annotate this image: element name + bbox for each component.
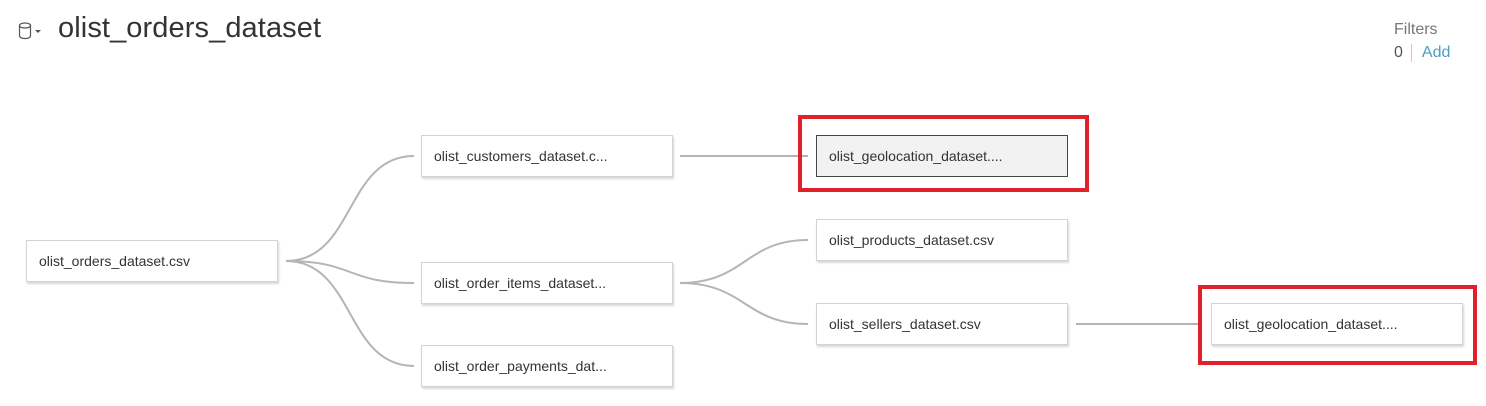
- table-node-order-items[interactable]: olist_order_items_dataset...: [421, 262, 673, 304]
- filters-count: 0: [1394, 44, 1403, 61]
- connector-orders-customers: [285, 155, 415, 262]
- table-node-sellers[interactable]: olist_sellers_dataset.csv: [816, 303, 1068, 345]
- connector-orders-order-payments: [285, 260, 415, 367]
- connector-order-items-products: [679, 239, 809, 284]
- filters-panel: Filters 0 Add: [1394, 20, 1474, 63]
- filters-row: 0 Add: [1394, 43, 1474, 63]
- table-node-customers[interactable]: olist_customers_dataset.c...: [421, 135, 673, 177]
- add-filter-link[interactable]: Add: [1421, 44, 1451, 61]
- connector-order-items-sellers: [679, 282, 809, 325]
- filters-divider: [1410, 44, 1412, 62]
- filters-label: Filters: [1394, 21, 1438, 38]
- table-node-products[interactable]: olist_products_dataset.csv: [816, 219, 1068, 261]
- table-node-order-payments[interactable]: olist_order_payments_dat...: [421, 345, 673, 387]
- database-icon[interactable]: [18, 22, 42, 40]
- page-title: olist_orders_dataset: [58, 12, 322, 44]
- connector-orders-order-items: [285, 260, 415, 284]
- table-node-orders[interactable]: olist_orders_dataset.csv: [26, 240, 278, 282]
- table-node-geolocation-2[interactable]: olist_geolocation_dataset....: [1211, 303, 1463, 345]
- table-node-geolocation-selected[interactable]: olist_geolocation_dataset....: [816, 135, 1068, 177]
